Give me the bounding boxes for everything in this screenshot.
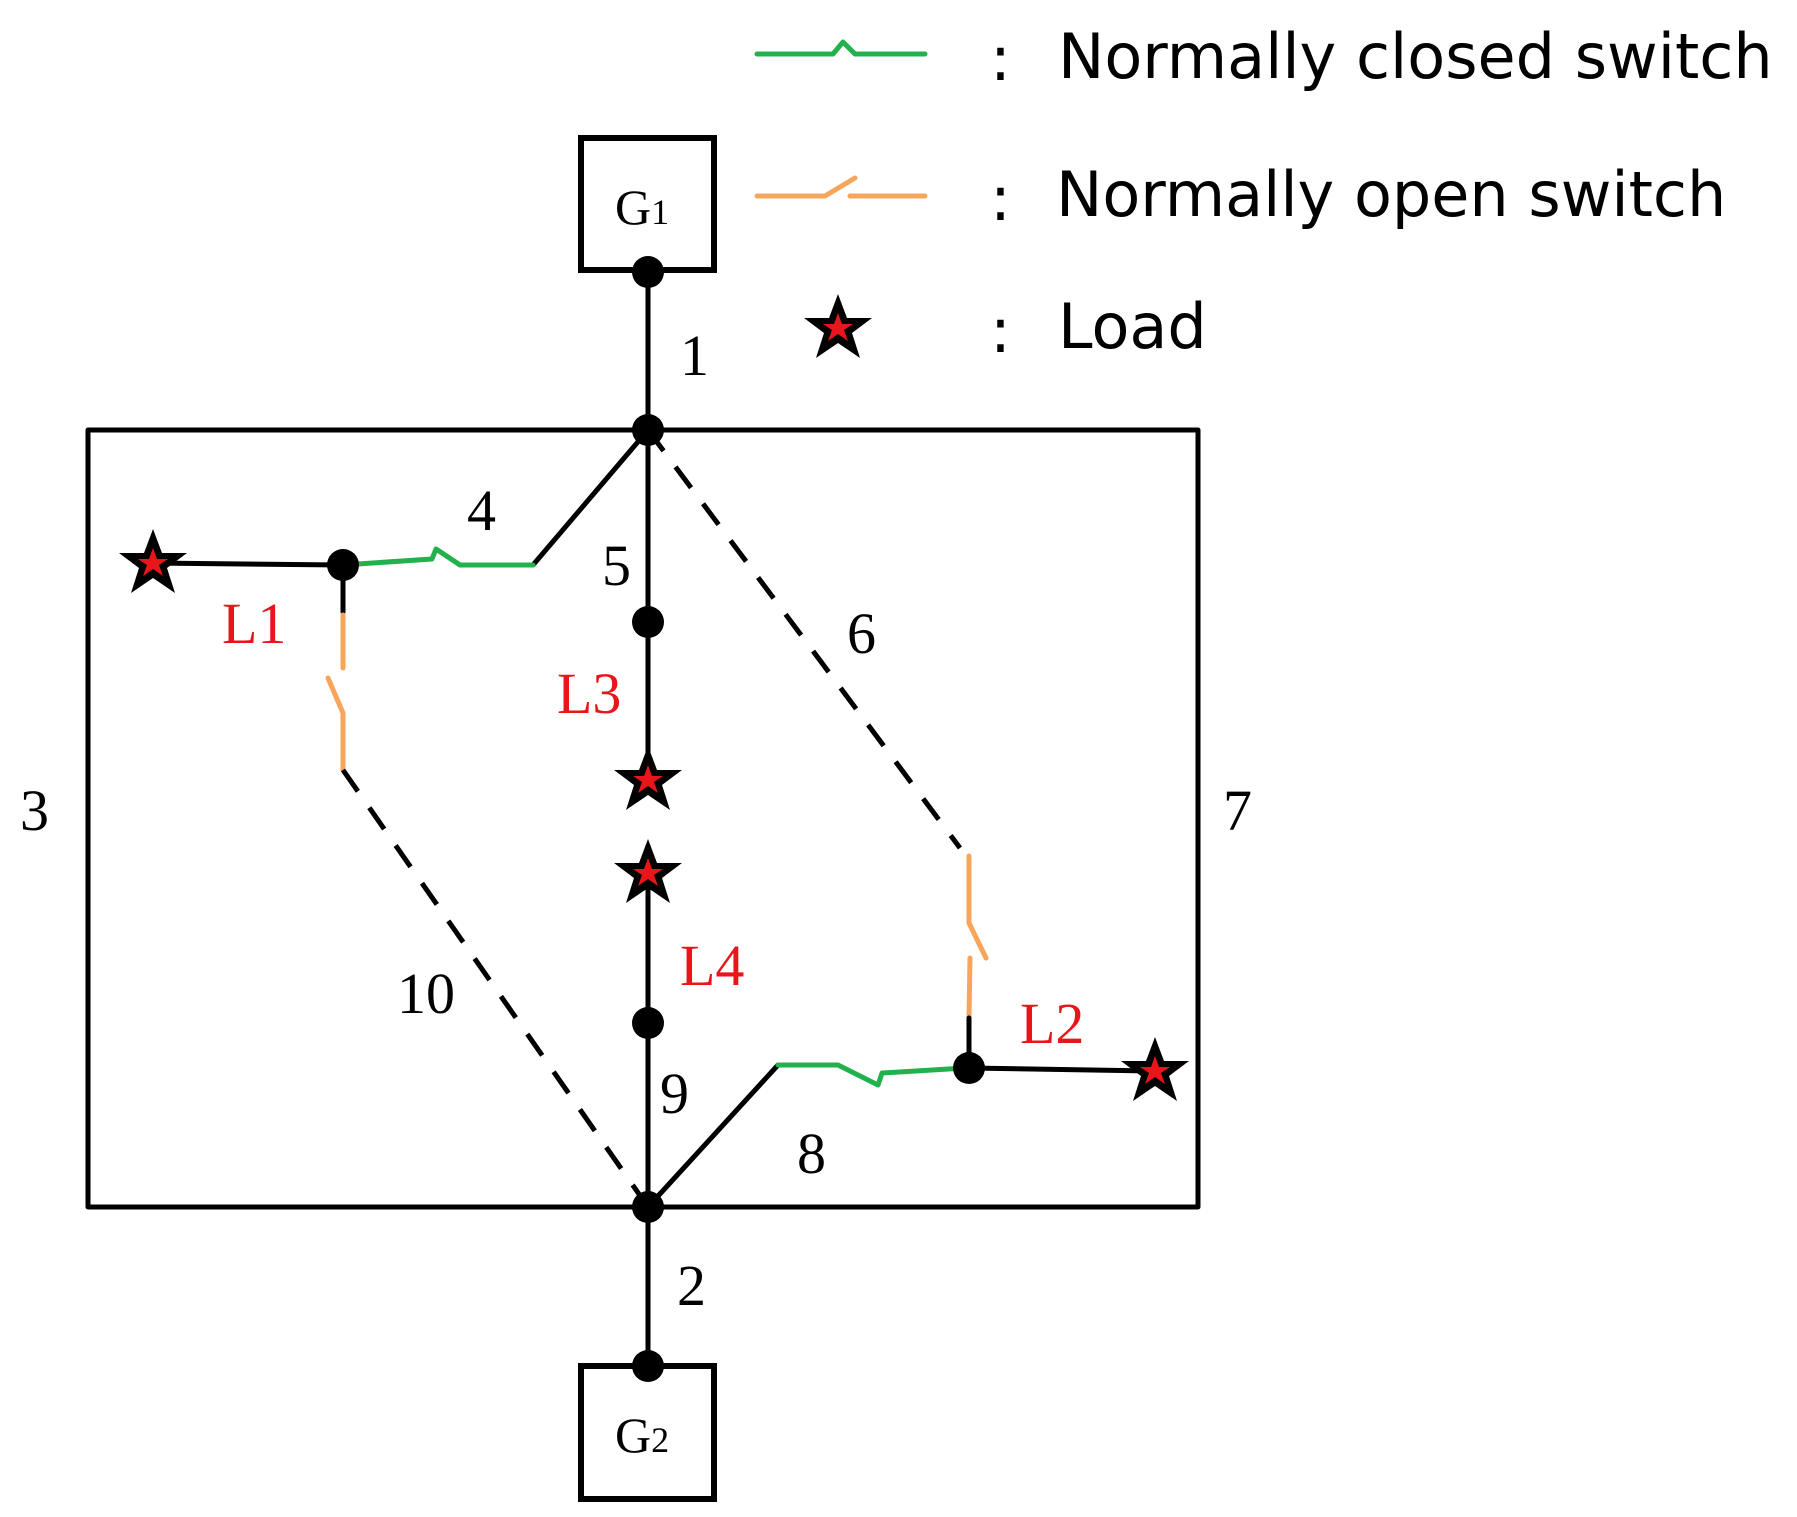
legend-load-star-icon <box>804 294 872 358</box>
legend-normally-open: : Normally open switch <box>754 158 1726 235</box>
node-g1-terminal <box>632 256 664 288</box>
branch-label-8: 8 <box>797 1121 826 1186</box>
branch-label-9: 9 <box>660 1061 689 1126</box>
node-l2 <box>953 1052 985 1084</box>
legend: : Normally closed switch : Normally open… <box>754 20 1773 367</box>
load-label-l2: L2 <box>1020 991 1084 1056</box>
branch-label-7: 7 <box>1223 778 1252 843</box>
legend-colon-1: : <box>990 22 1011 95</box>
outer-loop-branches-3-7 <box>85 427 1201 1210</box>
branch-label-2: 2 <box>677 1253 706 1318</box>
generator-g2-label: G2 <box>615 1407 669 1463</box>
load-label-l4: L4 <box>680 933 744 998</box>
legend-open-label: Normally open switch <box>1056 158 1726 231</box>
legend-normally-closed: : Normally closed switch <box>754 20 1773 95</box>
branch-10-dashed-line <box>340 768 651 1209</box>
branch-8-closed-switch <box>775 1062 968 1088</box>
branch-label-4: 4 <box>467 478 496 543</box>
branch-10-open-switch <box>325 612 346 773</box>
branch-label-5: 5 <box>602 533 631 598</box>
generator-g2: G2 <box>578 1363 717 1502</box>
branch-4-closed-switch <box>340 546 536 568</box>
legend-colon-3: : <box>990 294 1011 367</box>
generator-g1: G1 <box>578 135 717 273</box>
legend-load-label: Load <box>1058 290 1207 363</box>
legend-load: : Load <box>804 290 1207 367</box>
legend-colon-2: : <box>990 162 1011 235</box>
node-g2-terminal <box>632 1350 664 1382</box>
branch-4-line <box>530 427 651 568</box>
node-l3 <box>632 606 664 638</box>
load-l3-star-icon <box>614 746 682 810</box>
load-label-l1: L1 <box>222 591 286 656</box>
branch-6-open-switch <box>966 853 989 1021</box>
branch-label-1: 1 <box>680 323 709 388</box>
node-bottom-bus <box>632 1191 664 1223</box>
branch-6-dashed-line <box>645 428 963 850</box>
load-label-l3: L3 <box>557 661 621 726</box>
branch-label-10: 10 <box>397 961 455 1026</box>
branch-8-line <box>645 1062 781 1210</box>
legend-closed-switch-symbol <box>754 39 928 57</box>
l1-feeder-line <box>147 560 346 568</box>
legend-open-switch-symbol <box>754 175 928 199</box>
legend-closed-label: Normally closed switch <box>1058 20 1773 93</box>
node-l4 <box>632 1007 664 1039</box>
branch-label-3: 3 <box>20 778 49 843</box>
branch-label-6: 6 <box>847 601 876 666</box>
node-l1 <box>327 549 359 581</box>
generator-g1-label: G1 <box>615 179 669 235</box>
l2-feeder-line <box>966 1065 1158 1074</box>
node-top-bus <box>632 414 664 446</box>
